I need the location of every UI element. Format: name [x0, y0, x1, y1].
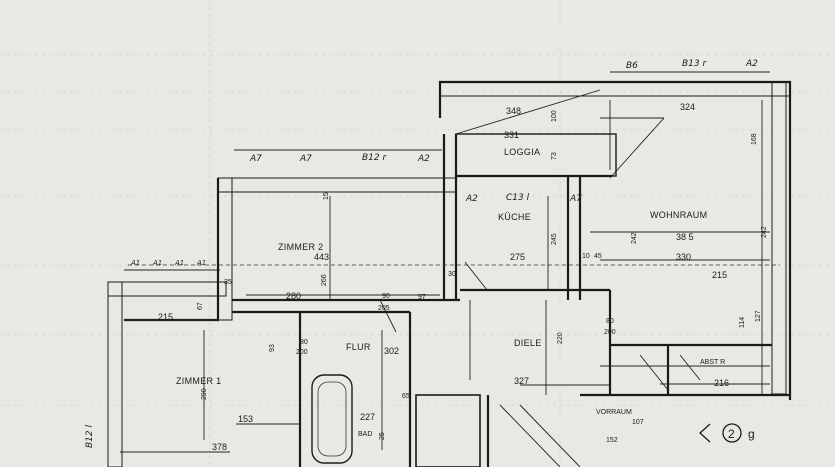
dim-205: 205 — [378, 305, 390, 312]
dim-220: 220 — [557, 332, 564, 344]
dim-127: 127 — [755, 310, 762, 322]
dim-80a: 80 — [300, 339, 308, 346]
dim-266: 266 — [321, 274, 328, 286]
dim-275: 275 — [510, 252, 525, 262]
dim-242b: 242 — [761, 226, 768, 238]
dim-93: 93 — [269, 344, 276, 352]
dim-443: 443 — [314, 252, 329, 262]
label-a1-2: A1 — [152, 259, 162, 267]
label-b12-side: B12 l — [85, 425, 95, 448]
dim-15: 15 — [323, 192, 330, 200]
dim-302: 302 — [384, 346, 399, 356]
room-diele: DIELE — [514, 338, 542, 348]
walls — [107, 80, 792, 467]
dim-280: 280 — [286, 291, 301, 301]
room-zimmer2: ZIMMER 2 — [278, 242, 323, 252]
label-a1-1: A1 — [130, 259, 140, 267]
dim-97: 97 — [418, 294, 426, 301]
dim-331: 331 — [504, 130, 519, 140]
dim-385: 38 5 — [676, 232, 694, 242]
room-zimmer1: ZIMMER 1 — [176, 376, 221, 386]
label-c13: C13 l — [506, 193, 530, 203]
dim-45: 45 — [594, 253, 602, 260]
dim-215: 215 — [158, 312, 173, 322]
room-loggia: LOGGIA — [504, 147, 540, 157]
dim-90: 90 — [382, 293, 390, 300]
dimension-labels: 348 324 331 100 73 168 38 5 242 242 245 … — [158, 102, 768, 452]
dimension-lines — [120, 71, 780, 453]
dim-114: 114 — [739, 317, 746, 328]
dim-65: 65 — [402, 393, 410, 400]
dim-348: 348 — [506, 106, 521, 116]
dim-10: 10 — [582, 253, 590, 260]
dim-35: 35 — [224, 279, 232, 286]
dim-242a: 242 — [631, 232, 638, 244]
dim-290: 290 — [201, 388, 208, 400]
dim-327: 327 — [514, 376, 529, 386]
label-a7-kitchen: A7 — [569, 194, 582, 204]
room-abstr: ABST R — [700, 359, 725, 366]
dim-215-5: 215 — [712, 270, 727, 280]
room-kueche: KÜCHE — [498, 212, 531, 222]
label-a2: A2 — [417, 154, 430, 164]
dim-216: 216 — [714, 378, 729, 388]
plan-marker: 2 g — [699, 423, 755, 443]
label-a1-4: A1 — [196, 259, 206, 267]
dim-25: 25 — [379, 432, 386, 440]
label-a1-3: A1 — [174, 259, 184, 267]
dim-30: 30 — [448, 271, 456, 278]
marker-suffix: g — [748, 427, 755, 441]
dim-107: 107 — [632, 419, 644, 426]
label-b6: B6 — [626, 61, 638, 71]
room-wohnraum: WOHNRAUM — [650, 210, 707, 220]
top-annotations: B6 B13 r A2 A7 A7 B12 r A2 A1 A1 A1 A1 B… — [85, 59, 758, 448]
marker-circle-icon — [722, 423, 742, 443]
dim-73: 73 — [551, 152, 558, 160]
label-a2-kitchen: A2 — [465, 194, 478, 204]
dim-67: 67 — [197, 302, 204, 310]
label-a2-top: A2 — [745, 59, 758, 69]
room-labels: LOGGIA KÜCHE WOHNRAUM ZIMMER 2 ZIMMER 1 … — [176, 147, 725, 438]
label-a7-1: A7 — [249, 154, 262, 164]
dim-152: 152 — [606, 437, 618, 444]
room-flur: FLUR — [346, 342, 371, 352]
dim-227: 227 — [360, 412, 375, 422]
label-a7-2: A7 — [299, 154, 312, 164]
dim-245: 245 — [551, 233, 558, 245]
dim-378: 378 — [212, 442, 227, 452]
dim-80b: 80 — [606, 318, 614, 325]
dim-100: 100 — [551, 110, 558, 122]
dim-153: 153 — [238, 414, 253, 424]
label-b13: B13 r — [682, 59, 707, 69]
dim-324: 324 — [680, 102, 695, 112]
dim-330: 330 — [676, 252, 691, 262]
dim-168: 168 — [751, 133, 758, 145]
room-vorraum: VORRAUM — [596, 409, 632, 416]
label-b12: B12 r — [362, 153, 387, 163]
dim-200b: 200 — [604, 329, 616, 336]
marker-number: 2 — [728, 427, 735, 441]
dim-200a: 200 — [296, 349, 308, 356]
room-bad: BAD — [358, 431, 372, 438]
